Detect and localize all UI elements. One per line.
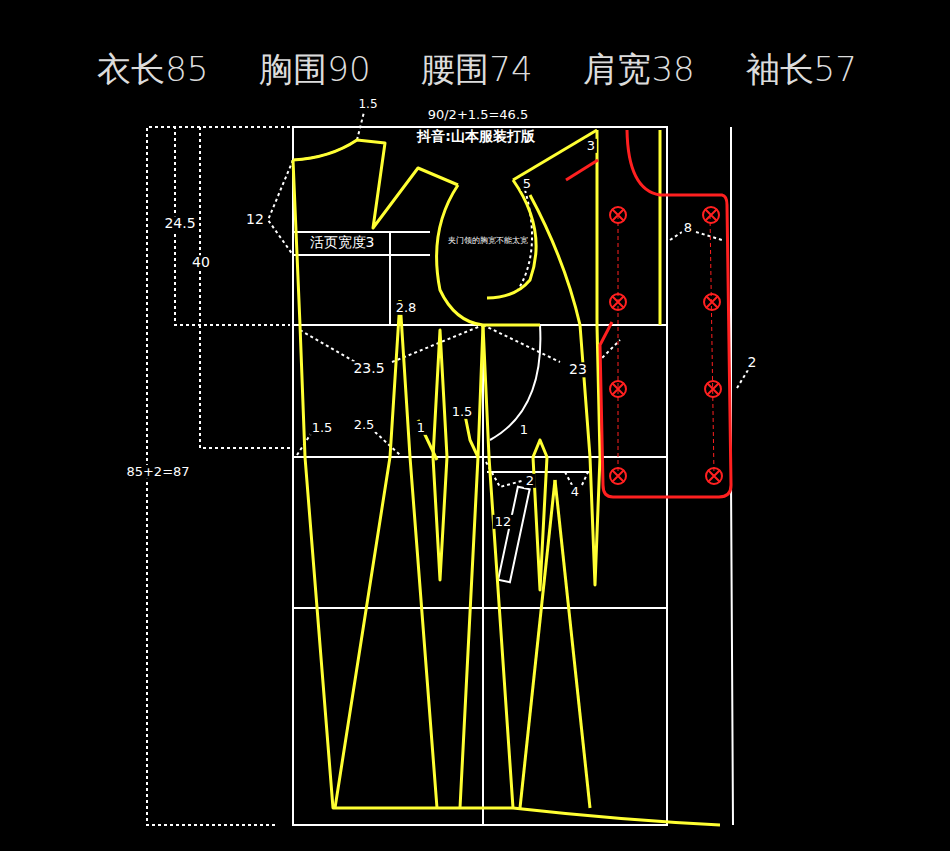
dimension-label: 抖音:山本服装打版: [415, 129, 537, 144]
pattern-stroke: [490, 325, 540, 440]
dimension-label: 40: [190, 255, 212, 270]
frame-lines: [293, 127, 733, 825]
dimension-label: 8: [682, 221, 694, 235]
dimension-label: 夹门领的胸宽不能太宽: [446, 237, 530, 246]
dimension-label: 活页宽度3: [308, 235, 377, 250]
pattern-stroke: [705, 381, 721, 397]
pattern-stroke: [706, 468, 722, 484]
pattern-stroke: [300, 330, 355, 362]
pattern-stroke: [737, 370, 748, 388]
pattern-stroke: [335, 300, 400, 808]
pattern-stroke: [293, 607, 667, 609]
dimension-label: 12: [244, 212, 266, 227]
pattern-stroke: [268, 160, 293, 255]
pattern-stroke: [293, 160, 513, 808]
pattern-stroke: [710, 215, 714, 476]
pattern-stroke: [708, 470, 720, 482]
pattern-stroke: [566, 160, 598, 180]
dimension-label: 23: [567, 362, 589, 377]
dimension-label: 1: [415, 421, 427, 435]
pattern-stroke: [696, 232, 722, 240]
pattern-stroke: [200, 127, 290, 448]
buttons: [610, 207, 722, 484]
pattern-stroke: [704, 294, 720, 310]
pattern-stroke: [375, 432, 400, 455]
pattern-stroke: [610, 207, 626, 223]
pattern-stroke: [482, 325, 484, 825]
dimension-label: 2: [746, 355, 759, 370]
dimension-label: 85+2=87: [124, 465, 191, 479]
pattern-lines: [293, 130, 720, 825]
pattern-stroke: [659, 130, 662, 325]
pattern-stroke: [705, 209, 717, 221]
dimension-label: 5: [521, 177, 533, 191]
pattern-stroke: [465, 415, 478, 457]
pattern-stroke: [293, 127, 667, 825]
pattern-stroke: [582, 472, 588, 485]
pattern-stroke: [520, 480, 555, 808]
pattern-stroke: [293, 231, 430, 233]
dimension-label: 23.5: [351, 361, 386, 376]
pattern-stroke: [389, 232, 391, 325]
dimension-label: 1.5: [356, 98, 379, 111]
dimension-label: 1.5: [450, 405, 475, 419]
pattern-stroke: [610, 294, 626, 310]
pattern-stroke: [437, 185, 483, 325]
dimension-label: 3: [585, 139, 597, 153]
dimension-label: 1.5: [310, 421, 335, 435]
dimension-label: 2.5: [352, 418, 377, 432]
pattern-stroke: [293, 254, 430, 256]
pattern-stroke: [610, 468, 626, 484]
pattern-stroke: [293, 456, 667, 458]
pattern-stroke: [293, 140, 357, 160]
pattern-stroke: [612, 209, 624, 221]
pattern-stroke: [483, 325, 560, 362]
dimension-label: 2: [524, 474, 536, 488]
dimension-brackets: [147, 112, 748, 825]
pattern-stroke: [670, 232, 682, 240]
dimension-label: 12: [493, 515, 514, 529]
pattern-stroke: [513, 808, 720, 825]
dimension-label: 1: [518, 423, 530, 437]
dimension-label: 90/2+1.5=46.5: [426, 108, 531, 122]
pattern-stroke: [487, 471, 590, 473]
pattern-stroke: [618, 215, 619, 476]
pattern-stroke: [293, 140, 458, 228]
pattern-stroke: [565, 472, 572, 485]
pattern-stroke: [400, 300, 437, 808]
pattern-stroke: [703, 207, 719, 223]
dimension-label: 24.5: [162, 216, 197, 231]
pattern-stroke: [498, 487, 529, 582]
pattern-stroke: [612, 470, 624, 482]
pattern-stroke: [612, 296, 624, 308]
pattern-stroke: [460, 325, 483, 808]
pattern-stroke: [555, 480, 590, 808]
dimension-label: 2.8: [394, 301, 419, 315]
pattern-stroke: [483, 325, 513, 808]
pattern-stroke: [706, 296, 718, 308]
dimension-label: 4: [569, 485, 581, 499]
pattern-stroke: [612, 383, 624, 395]
pattern-stroke: [483, 324, 540, 327]
red-front-panel: [566, 130, 731, 497]
measurement-title: 衣长85 胸围90 腰围74 肩宽38 袖长57: [97, 47, 857, 93]
pattern-stroke: [707, 383, 719, 395]
pattern-stroke: [530, 195, 600, 585]
pattern-stroke: [610, 381, 626, 397]
pattern-stroke: [600, 130, 731, 497]
